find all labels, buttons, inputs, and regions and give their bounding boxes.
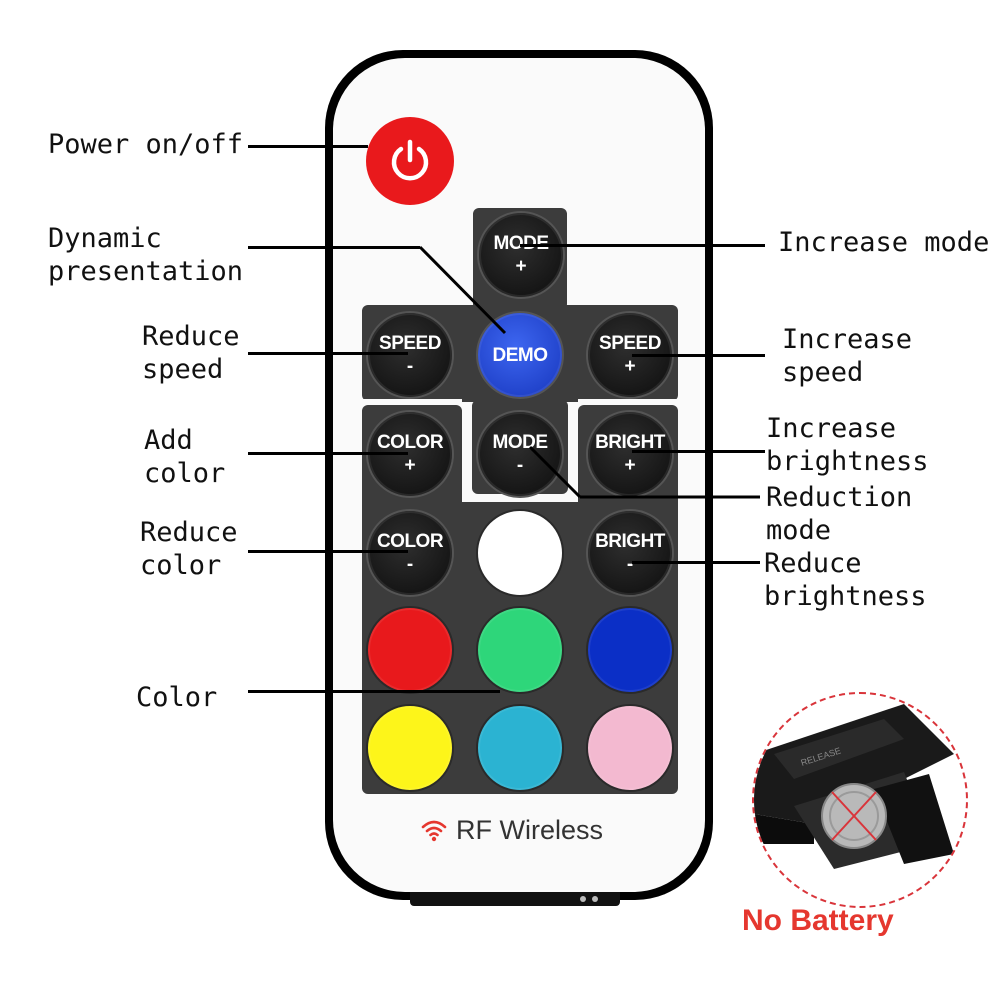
leader-line-dynamic	[248, 246, 420, 249]
bright-minus-button[interactable]: BRIGHT -	[586, 509, 674, 597]
button-sign: +	[515, 256, 527, 277]
bright-plus-button[interactable]: BRIGHT +	[586, 410, 674, 498]
button-label: MODE	[494, 234, 550, 253]
button-sign: +	[624, 356, 636, 377]
label-reduction-mode: Reduction mode	[766, 482, 913, 546]
label-increase-speed: Increase speed	[782, 324, 913, 388]
leader-line-increase-speed	[632, 354, 765, 357]
color-button-red[interactable]	[366, 606, 454, 694]
color-button-blue[interactable]	[586, 606, 674, 694]
color-button-green[interactable]	[476, 606, 564, 694]
button-label: BRIGHT	[595, 432, 665, 453]
panel-divider	[462, 400, 472, 502]
button-label: COLOR	[376, 531, 444, 552]
color-minus-button[interactable]: COLOR -	[366, 509, 454, 597]
battery-compartment-illustration: RELEASE	[754, 704, 954, 869]
label-add-color: Add color	[144, 425, 226, 489]
button-sign: +	[404, 455, 416, 476]
leader-line-increase-mode	[520, 244, 765, 247]
color-button-pink[interactable]	[586, 704, 674, 792]
color-button-white[interactable]	[476, 509, 564, 597]
label-reduce-color: Reduce color	[140, 517, 238, 581]
button-sign: -	[516, 455, 524, 476]
label-color: Color	[136, 682, 218, 713]
leader-line-increase-brightness	[632, 450, 765, 453]
button-sign: -	[406, 554, 414, 575]
rf-wireless-label: RF Wireless	[420, 812, 620, 848]
leader-line-reduce-brightness	[632, 561, 760, 564]
battery-compartment-inset: RELEASE	[752, 692, 968, 908]
mode-minus-button[interactable]: MODE -	[476, 410, 564, 498]
button-sign: -	[626, 554, 634, 575]
label-power: Power on/off	[48, 129, 244, 160]
button-label: DEMO	[492, 344, 549, 366]
button-label: SPEED	[379, 333, 441, 354]
button-label: MODE	[492, 432, 549, 453]
panel-divider	[578, 399, 678, 405]
mode-plus-button[interactable]: MODE +	[477, 211, 565, 299]
speed-minus-button[interactable]: SPEED -	[366, 311, 454, 399]
demo-button[interactable]: DEMO	[476, 311, 564, 399]
button-label: COLOR	[376, 432, 444, 453]
label-reduce-speed: Reduce speed	[142, 321, 240, 385]
no-battery-caption: No Battery	[742, 904, 894, 937]
power-icon	[391, 139, 429, 181]
leader-line-reduce-color	[248, 550, 408, 553]
button-label: SPEED	[599, 333, 661, 354]
panel-divider	[568, 400, 578, 502]
remote-connector	[410, 892, 620, 906]
label-dynamic-presentation: Dynamic presentation	[48, 223, 244, 287]
leader-line-color	[248, 690, 500, 693]
panel-divider	[362, 399, 462, 405]
color-button-yellow[interactable]	[366, 704, 454, 792]
color-button-cyan[interactable]	[476, 704, 564, 792]
button-sign: +	[624, 455, 636, 476]
rf-wireless-text: RF Wireless	[456, 814, 603, 845]
leader-line-add-color	[248, 452, 408, 455]
leader-line-power	[248, 145, 368, 148]
button-sign: -	[406, 356, 414, 377]
label-increase-mode: Increase mode	[778, 227, 990, 258]
panel-divider	[462, 494, 578, 502]
label-reduce-brightness: Reduce brightness	[764, 548, 927, 612]
panel-divider	[462, 400, 578, 402]
label-increase-brightness: Increase brightness	[766, 413, 929, 477]
power-button[interactable]	[366, 117, 454, 205]
wifi-icon	[421, 820, 447, 842]
leader-line-reduce-speed	[248, 352, 408, 355]
button-label: BRIGHT	[595, 531, 665, 552]
